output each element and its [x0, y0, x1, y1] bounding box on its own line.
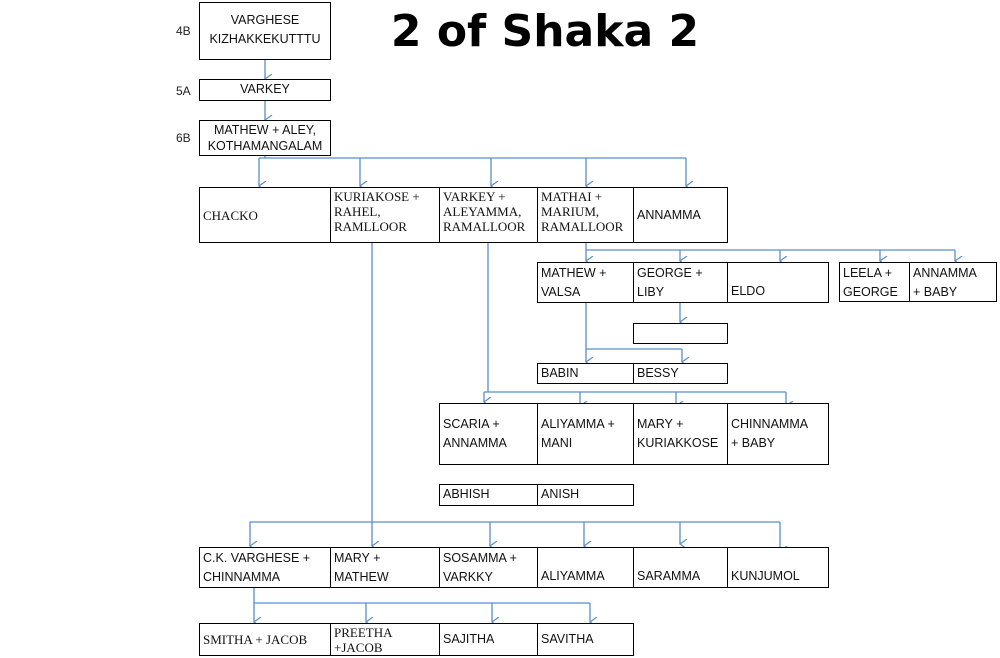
node-mathew-valsa: MATHEW + VALSA: [537, 262, 634, 303]
node-ck-varghese-chinnamma: C.K. VARGHESE + CHINNAMMA: [199, 547, 331, 588]
node-bessy: BESSY: [633, 363, 728, 384]
node-empty-box: [633, 323, 728, 344]
node-aliyamma: ALIYAMMA: [537, 547, 634, 588]
page-title: 2 of Shaka 2: [390, 6, 700, 57]
node-mary-kuriakkose: MARY + KURIAKKOSE: [633, 403, 728, 465]
node-scaria-annamma: SCARIA + ANNAMMA: [439, 403, 538, 465]
node-varkey: VARKEY: [199, 79, 331, 101]
node-abhish: ABHISH: [439, 484, 538, 506]
node-varkey-aleyamma: VARKEY + ALEYAMMA, RAMALLOOR: [439, 187, 538, 243]
node-kuriakose-rahel: KURIAKOSE + RAHEL, RAMLLOOR: [330, 187, 440, 243]
node-aliyamma-mani: ALIYAMMA + MANI: [537, 403, 634, 465]
node-saramma: SARAMMA: [633, 547, 728, 588]
node-chinnamma-baby: CHINNAMMA + BABY: [727, 403, 829, 465]
node-babin: BABIN: [537, 363, 634, 384]
level-label-5a: 5A: [176, 84, 191, 98]
node-george-liby: GEORGE + LIBY: [633, 262, 728, 303]
level-label-6b: 6B: [176, 131, 191, 145]
node-eldo: ELDO: [727, 262, 829, 303]
node-preetha-jacob: PREETHA +JACOB: [330, 623, 440, 656]
node-sosamma-varkky: SOSAMMA + VARKKY: [439, 547, 538, 588]
node-smitha-jacob: SMITHA + JACOB: [199, 623, 331, 656]
node-mathai-marium: MATHAI + MARIUM, RAMALLOOR: [537, 187, 634, 243]
level-label-4b: 4B: [176, 24, 191, 38]
node-varghese-kizhakkekutttu: VARGHESE KIZHAKKEKUTTTU: [199, 2, 331, 60]
node-anish: ANISH: [537, 484, 634, 506]
node-chacko: CHACKO: [199, 187, 331, 243]
node-annamma-baby: ANNAMMA + BABY: [909, 262, 997, 302]
node-mathew-aley: MATHEW + ALEY, KOTHAMANGALAM: [199, 120, 331, 156]
node-sajitha: SAJITHA: [439, 623, 538, 656]
node-savitha: SAVITHA: [537, 623, 634, 656]
node-kunjumol: KUNJUMOL: [727, 547, 829, 588]
node-annamma: ANNAMMA: [633, 187, 728, 243]
node-leela-george: LEELA + GEORGE: [839, 262, 910, 302]
node-mary-mathew: MARY + MATHEW: [330, 547, 440, 588]
